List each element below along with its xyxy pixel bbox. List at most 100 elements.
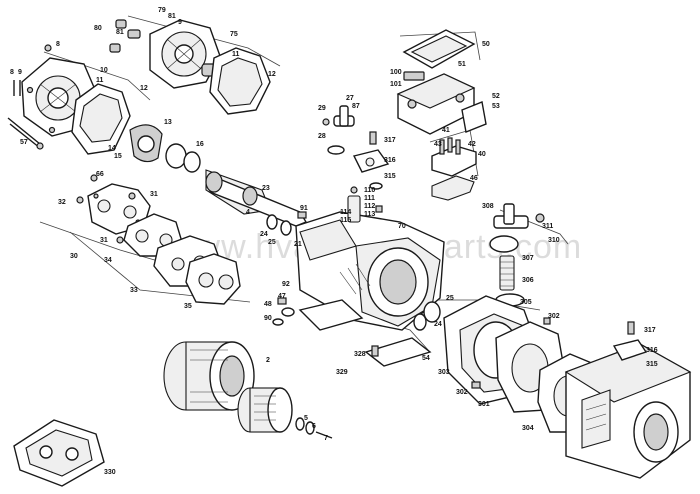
callout-24: 24	[434, 321, 442, 328]
terminal-plate-assembly	[431, 137, 477, 177]
callout-8: 8	[56, 41, 60, 48]
callout-13: 13	[164, 119, 172, 126]
callout-315: 315	[384, 173, 396, 180]
callout-23: 23	[262, 185, 270, 192]
callout-30: 30	[70, 253, 78, 260]
callout-110: 110	[364, 187, 375, 194]
callout-52: 52	[492, 93, 500, 100]
callout-25: 25	[268, 239, 276, 246]
callout-302: 302	[456, 389, 468, 396]
bearing-flange-top	[149, 19, 221, 89]
callout-113: 113	[364, 211, 375, 218]
oil-pump-housing	[129, 124, 163, 163]
service-valve-308-311	[489, 203, 545, 253]
callout-35: 35	[184, 303, 192, 310]
callout-54: 54	[422, 355, 430, 362]
callout-92: 92	[282, 281, 290, 288]
callout-302: 302	[548, 313, 560, 320]
callout-43: 43	[434, 141, 442, 148]
callout-91: 91	[300, 205, 308, 212]
callout-329: 329	[336, 369, 348, 376]
callout-303: 303	[438, 369, 450, 376]
valve-stack-110-115	[347, 186, 361, 223]
callout-4: 4	[246, 209, 250, 216]
callout-304: 304	[522, 425, 534, 432]
callout-115: 115	[340, 217, 351, 224]
callout-315: 315	[646, 361, 658, 368]
callout-7: 7	[324, 435, 328, 442]
callout-316: 316	[384, 157, 396, 164]
oil-fitting-27-29	[322, 105, 355, 155]
gasket-left	[71, 83, 131, 155]
motor-stator	[163, 341, 255, 411]
crankshaft	[165, 143, 308, 227]
terminal-box	[396, 73, 476, 135]
misc-small-parts	[76, 174, 551, 389]
callout-10: 10	[100, 67, 108, 74]
oil-filter-spring	[499, 255, 515, 291]
callout-307: 307	[522, 255, 534, 262]
callout-31: 31	[150, 191, 158, 198]
callout-51: 51	[458, 61, 466, 68]
callout-87: 87	[352, 103, 360, 110]
callout-75: 75	[230, 31, 238, 38]
assembled-compressor	[564, 343, 692, 479]
callout-305: 305	[520, 299, 532, 306]
callout-317: 317	[384, 137, 396, 144]
callout-311: 311	[542, 223, 553, 230]
callout-306: 306	[522, 277, 534, 284]
rotor-washers-5-7	[295, 417, 333, 439]
callout-50: 50	[482, 41, 490, 48]
callout-9: 9	[18, 69, 22, 76]
callout-12: 12	[140, 85, 148, 92]
callout-66: 66	[96, 171, 104, 178]
callout-112: 112	[364, 203, 375, 210]
callout-24: 24	[260, 231, 268, 238]
callout-308: 308	[482, 203, 494, 210]
callout-2: 2	[266, 357, 270, 364]
motor-rotor	[237, 387, 293, 433]
small-fittings-79-81	[44, 19, 141, 53]
callout-41: 41	[442, 127, 450, 134]
callout-9: 9	[178, 19, 182, 26]
callout-90: 90	[264, 315, 272, 322]
callout-100: 100	[390, 69, 402, 76]
sight-glass-315-317	[352, 131, 390, 190]
callout-27: 27	[346, 95, 354, 102]
callout-330: 330	[104, 469, 116, 476]
sight-glass-right	[612, 321, 648, 361]
callout-11: 11	[96, 77, 104, 84]
callout-29: 29	[318, 105, 326, 112]
callout-79: 79	[158, 7, 166, 14]
callout-40: 40	[478, 151, 486, 158]
mounting-foot-right	[364, 337, 432, 367]
callout-42: 42	[468, 141, 476, 148]
mounting-foot-left	[298, 299, 364, 331]
callout-316: 316	[646, 347, 658, 354]
callout-48: 48	[264, 301, 272, 308]
gasket-top-12	[209, 47, 271, 115]
valve-plate-gasket	[185, 253, 241, 305]
callout-70: 70	[398, 223, 406, 230]
callout-101: 101	[390, 81, 402, 88]
callout-53: 53	[492, 103, 500, 110]
terminal-bracket	[461, 101, 487, 133]
terminal-strip	[403, 71, 425, 81]
callout-80: 80	[94, 25, 102, 32]
callout-28: 28	[318, 133, 326, 140]
callout-31: 31	[100, 237, 108, 244]
callout-81: 81	[168, 13, 176, 20]
callout-57: 57	[20, 139, 28, 146]
callout-81: 81	[116, 29, 124, 36]
callout-47: 47	[278, 293, 286, 300]
callout-111: 111	[364, 195, 375, 202]
callout-328: 328	[354, 351, 366, 358]
callout-46: 46	[470, 175, 478, 182]
callout-21: 21	[294, 241, 302, 248]
callout-301: 301	[478, 401, 490, 408]
callout-25: 25	[446, 295, 454, 302]
callout-34: 34	[104, 257, 112, 264]
callout-8: 8	[10, 69, 14, 76]
